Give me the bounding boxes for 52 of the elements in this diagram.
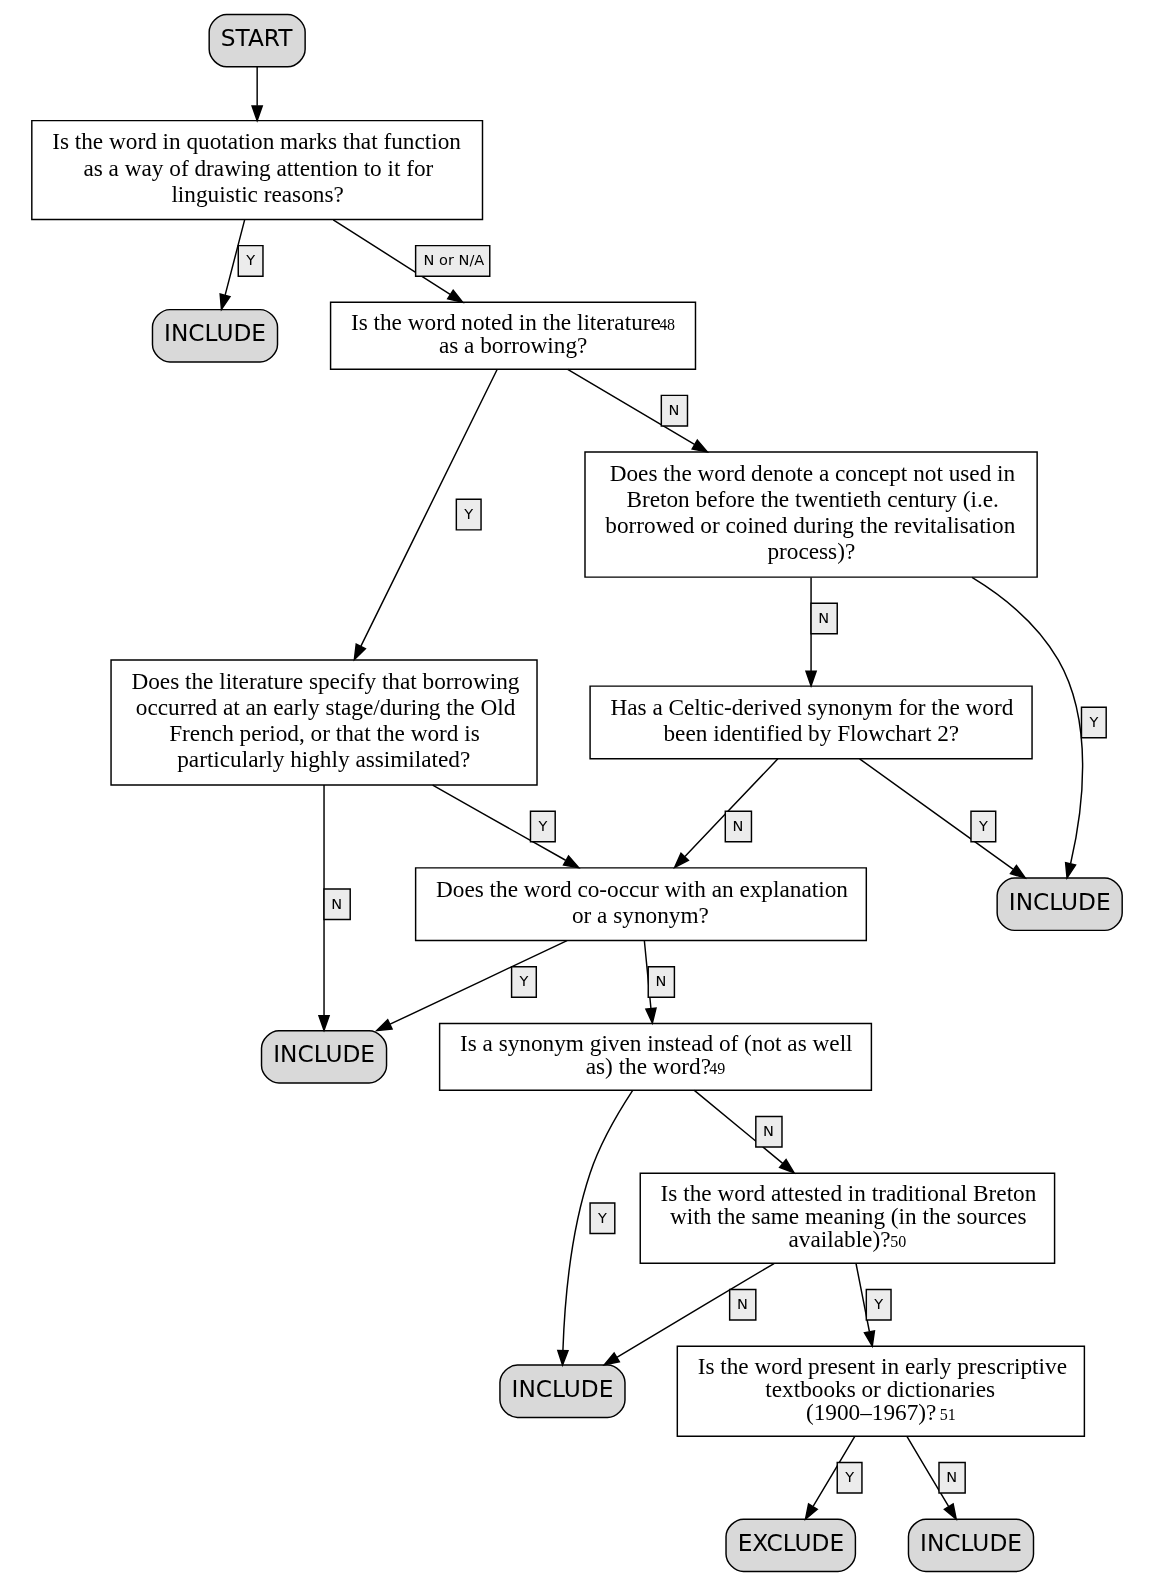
arrow: [218, 219, 245, 312]
node-box: Is the word present in early prescriptive textbooks or dictionaries (1900–1967)?51: [676, 1345, 1085, 1438]
edge-label: Y: [873, 1296, 883, 1313]
edge-label: Y: [978, 817, 988, 834]
edge-label: N or N/A: [423, 252, 484, 269]
edge-label: N: [668, 402, 679, 419]
edge-label: Y: [1088, 713, 1098, 730]
arrow: [352, 368, 498, 662]
edge-label: Y: [844, 1469, 854, 1486]
node-box: Does the literature specify that borrowing occurred at an early stage/during the Old French period, or that the word is particularly highly assimilated?: [109, 659, 538, 786]
node-box: Is a synonym given instead of (not as well as) the word?49: [438, 1022, 872, 1092]
node-box: INCLUDE: [260, 1029, 387, 1084]
arrow: [672, 758, 779, 869]
arrow: [854, 1262, 875, 1349]
node-box: INCLUDE: [907, 1518, 1034, 1573]
arrow: [556, 1089, 633, 1368]
arrow: [601, 1262, 775, 1366]
arrow: [804, 576, 817, 688]
arrow: [566, 368, 709, 453]
edge-label: N: [817, 609, 829, 626]
arrow: [803, 1435, 855, 1521]
node-box: INCLUDE: [995, 877, 1123, 932]
edge-label: N: [732, 817, 743, 834]
node-box: START: [207, 13, 306, 68]
node-box: EXCLUDE: [724, 1518, 856, 1573]
node-box: Does the word co-occur with an explanation or a synonym?: [414, 867, 867, 942]
arrow: [905, 1435, 957, 1521]
arrow: [693, 1089, 796, 1175]
arrow: [250, 66, 263, 123]
arrow: [431, 784, 581, 869]
node-box: Is the word attested in traditional Breton with the same meaning (in the sources available)?50: [639, 1172, 1055, 1265]
edge-label: N: [762, 1123, 774, 1140]
edge-label: Y: [245, 252, 255, 269]
edge-label: Y: [597, 1209, 607, 1226]
node-box: Has a Celtic-derived synonym for the word been identified by Flowchart 2?: [588, 685, 1033, 760]
edge-label: Y: [519, 973, 528, 990]
edge-label: Y: [463, 505, 473, 522]
edge-label: N: [330, 895, 342, 912]
node-box: Is the word noted in the literature48 as a borrowing?: [329, 301, 696, 370]
node-box: Does the word denote a concept not used in Breton before the twentieth century (i.e. borrowed or coined during the revitalisation process)?: [583, 451, 1038, 578]
node-box: INCLUDE: [498, 1364, 626, 1419]
edge-label: N: [945, 1469, 957, 1486]
arrow: [317, 784, 330, 1033]
node-box: INCLUDE: [151, 308, 278, 363]
edge-label: N: [736, 1296, 748, 1313]
arrow: [643, 940, 657, 1026]
arrow: [332, 219, 465, 304]
edge-label: N: [655, 973, 666, 990]
arrow: [858, 758, 1027, 880]
arrow: [374, 939, 568, 1032]
node-box: Is the word in quotation marks that function as a way of drawing attention to it for linguistic reasons?: [30, 119, 483, 221]
edge-label: Y: [537, 817, 547, 834]
